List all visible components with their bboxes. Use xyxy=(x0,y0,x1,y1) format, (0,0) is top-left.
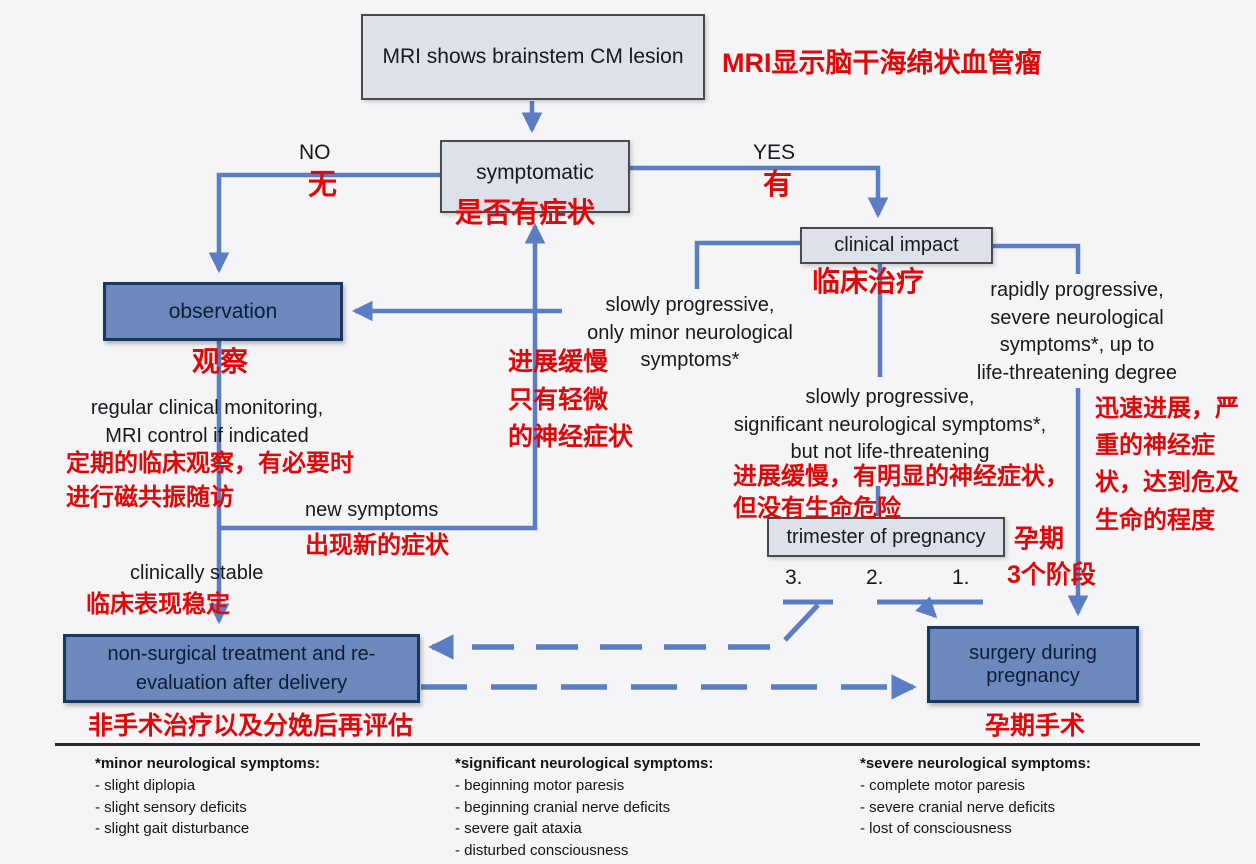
footnote-item: - lost of consciousness xyxy=(860,820,1012,838)
annotation-monitoring: regular clinical monitoring, MRI control… xyxy=(90,397,324,447)
mri-lesion-label: MRI shows brainstem CM lesion xyxy=(382,45,684,68)
symptomatic-box: symptomatic xyxy=(440,140,630,213)
annotation-rapid: rapidly progressive, severe neurological… xyxy=(976,279,1178,384)
trimester-1: 1. xyxy=(952,566,970,589)
no-label: NO xyxy=(299,141,331,164)
footnote-severe: *severe neurological symptoms: - complet… xyxy=(860,753,1220,840)
annotation-slow-minor-zh: 进展缓慢 只有轻微 的神经症状 xyxy=(508,348,634,451)
yes-label-zh: 有 xyxy=(763,169,793,201)
clinical-impact-label: clinical impact xyxy=(834,234,959,256)
surgery-box: surgery during pregnancy xyxy=(927,626,1139,703)
observation-label-zh: 观察 xyxy=(192,346,249,377)
footnote-item: - severe cranial nerve deficits xyxy=(860,798,1056,816)
clinical-impact-label-zh: 临床治疗 xyxy=(812,266,925,297)
symptomatic-label: symptomatic xyxy=(476,161,594,184)
clinical-impact-box: clinical impact xyxy=(800,227,993,264)
footnote-severe-title: *severe neurological symptoms: xyxy=(860,755,1091,772)
trimester-stages-zh: 3个阶段 xyxy=(1007,561,1096,589)
footnote-item: - slight sensory deficits xyxy=(95,798,247,816)
footnote-significant: *significant neurological symptoms: - be… xyxy=(455,753,835,862)
nonsurgical-label-zh: 非手术治疗以及分娩后再评估 xyxy=(88,712,414,740)
footnote-minor-title: *minor neurological symptoms: xyxy=(95,755,321,772)
surgery-label-zh: 孕期手术 xyxy=(985,712,1086,740)
mri-lesion-label-zh: MRI显示脑干海绵状血管瘤 xyxy=(722,48,1042,78)
annotation-rapid-zh: 迅速进展，严 重的神经症 状，达到危及 生命的程度 xyxy=(1095,395,1239,534)
trimester-3: 3. xyxy=(785,566,803,589)
nonsurgical-box: non-surgical treatment and re- evaluatio… xyxy=(63,634,420,703)
footnote-item: - beginning motor paresis xyxy=(455,776,625,794)
footnote-item: - slight gait disturbance xyxy=(95,820,250,838)
footnote-significant-title: *significant neurological symptoms: xyxy=(455,755,714,772)
observation-label: observation xyxy=(168,299,278,323)
footnote-item: - severe gait ataxia xyxy=(455,820,582,838)
nonsurgical-label: non-surgical treatment and re- evaluatio… xyxy=(107,642,376,694)
footnote-item: - beginning cranial nerve deficits xyxy=(455,798,671,816)
no-label-zh: 无 xyxy=(308,169,338,201)
yes-label: YES xyxy=(753,141,796,164)
surgery-label: surgery during pregnancy xyxy=(969,641,1097,687)
annotation-slow-minor: slowly progressive, only minor neurologi… xyxy=(587,294,793,372)
annotation-slow-significant-zh: 进展缓慢，有明显的神经症状， 但没有生命危险 xyxy=(733,463,1069,523)
trimester-label-zh: 孕期 xyxy=(1014,525,1065,553)
annotation-slow-significant: slowly progressive, significant neurolog… xyxy=(733,386,1047,464)
footnote-item: - disturbed consciousness xyxy=(455,842,629,859)
annotation-clinically-stable: clinically stable xyxy=(130,562,264,584)
trimester-2: 2. xyxy=(866,566,884,589)
annotation-new-symptoms: new symptoms xyxy=(305,499,439,521)
mri-lesion-box: MRI shows brainstem CM lesion xyxy=(361,14,705,100)
symptomatic-label-zh: 是否有症状 xyxy=(455,197,596,228)
footnote-minor: *minor neurological symptoms: - slight d… xyxy=(95,753,435,840)
footnote-divider xyxy=(55,743,1200,746)
trimester-box: trimester of pregnancy xyxy=(767,517,1005,557)
annotation-new-symptoms-zh: 出现新的症状 xyxy=(305,532,449,559)
observation-box: observation xyxy=(103,282,343,341)
annotation-monitoring-zh: 定期的临床观察，有必要时 进行磁共振随访 xyxy=(66,450,354,511)
footnote-item: - complete motor paresis xyxy=(860,776,1026,794)
footnote-item: - slight diplopia xyxy=(95,776,196,794)
annotation-clinically-stable-zh: 临床表现稳定 xyxy=(86,591,230,618)
trimester-label: trimester of pregnancy xyxy=(786,525,986,548)
